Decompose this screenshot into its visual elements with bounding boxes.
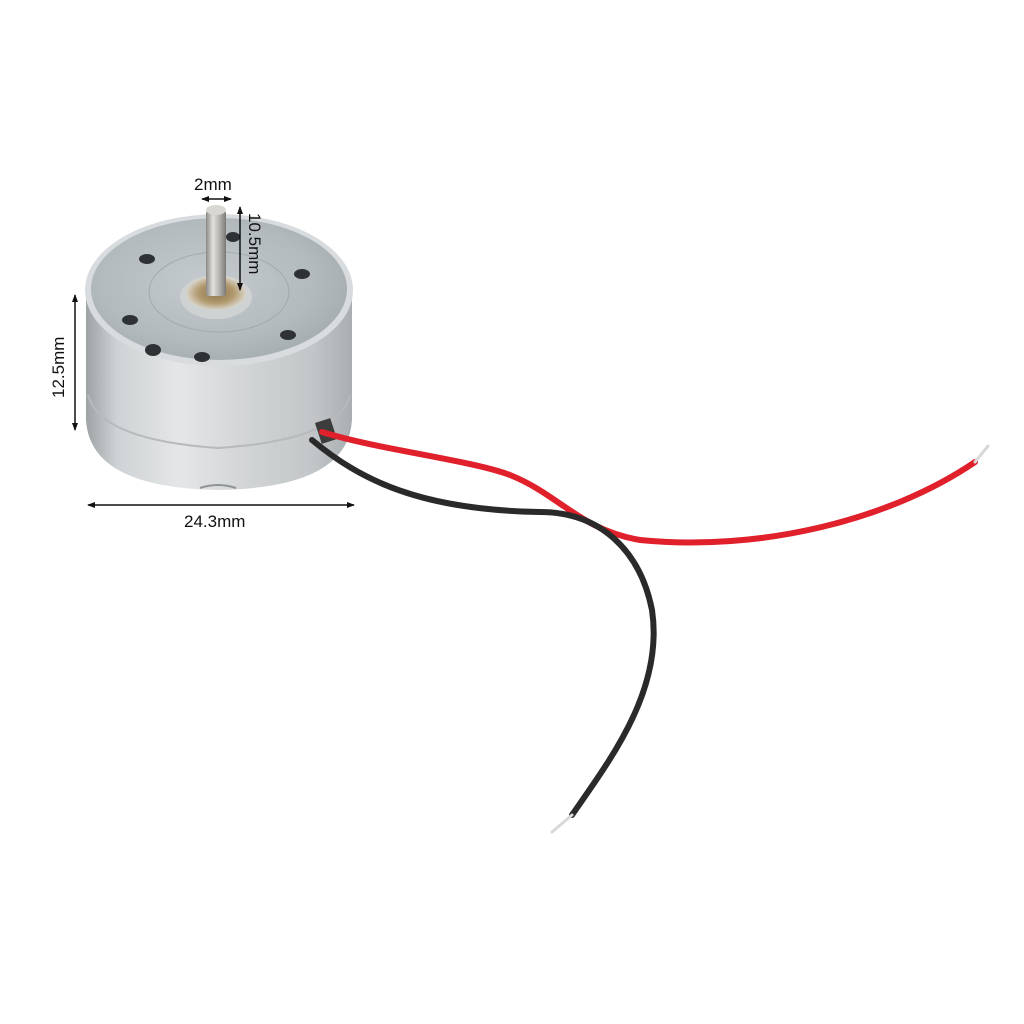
mounting-holes (122, 232, 310, 362)
shaft-length-label: 10.5mm (245, 213, 264, 275)
black-wire (309, 437, 657, 818)
red-wire (319, 429, 978, 546)
motor-body (85, 205, 353, 490)
body-diameter-label: 24.3mm (184, 512, 246, 531)
dimension-lines (72, 196, 355, 508)
lead-wires (309, 429, 990, 834)
body-height-label: 12.5mm (49, 336, 68, 398)
motor-shaft (206, 210, 226, 296)
shaft-diameter-label: 2mm (194, 175, 232, 194)
